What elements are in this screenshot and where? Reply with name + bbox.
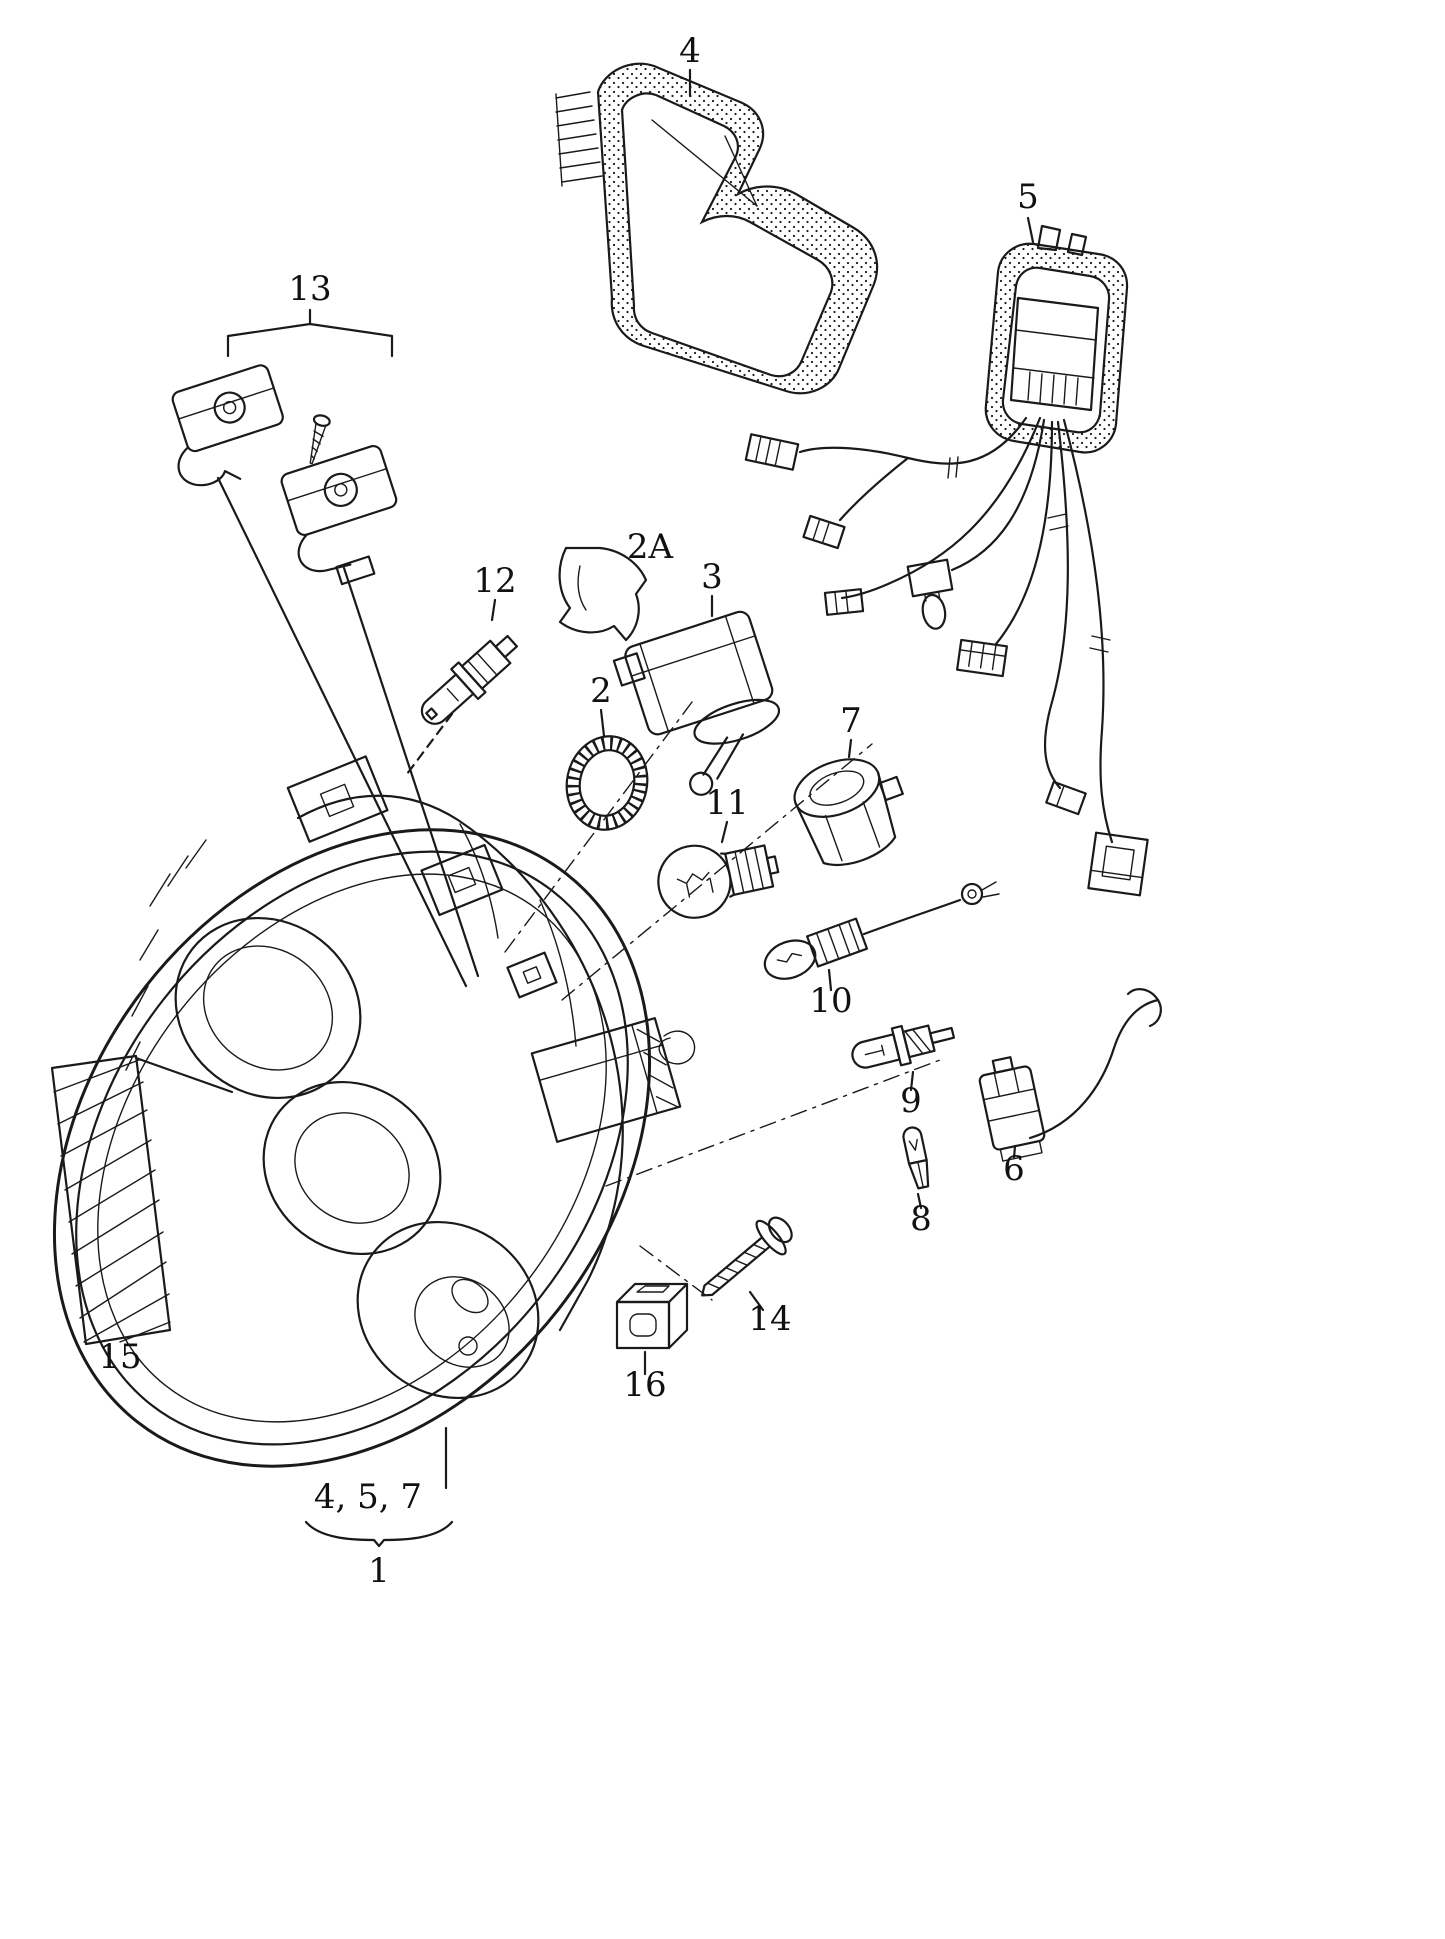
callout-12: 12 [473,561,516,601]
callout-14: 14 [748,1299,791,1339]
callout-1: 1 [368,1551,390,1591]
bulb-h1-part9 [851,1024,956,1069]
callout-8: 8 [910,1199,932,1239]
bulb-h7-part12 [420,634,518,725]
seal-gasket-part4 [555,62,879,395]
clip-right [280,444,398,586]
callout-6: 6 [1003,1149,1025,1189]
bracket-part2a [558,546,648,642]
callout-group-457: 4, 5, 7 [314,1477,422,1517]
headlight-assembly-part1 [52,755,696,1490]
bulb-holder-part7 [793,758,904,867]
callout-10: 10 [809,981,852,1021]
callout-2: 2 [590,671,612,711]
callout-11: 11 [705,783,748,823]
callout-7: 7 [840,701,862,741]
wiring-harness [744,416,1149,897]
axis-lines [504,701,941,1301]
harness-connector [744,433,800,471]
mounting-tab [420,843,504,917]
harness-connector-large [1087,831,1149,897]
callout-4: 4 [679,31,701,71]
callout-15: 15 [98,1337,141,1377]
mounting-tab [506,951,558,999]
bulb-part11 [657,844,780,919]
callout-9: 9 [900,1081,922,1121]
callout-2a: 2A [627,527,674,567]
harness-connector [1045,780,1087,816]
clip-screw [309,414,331,465]
mounting-tab [286,755,389,843]
wedge-bulb-part8 [902,1126,930,1190]
harness-connector [823,588,865,616]
callout-leaders [304,68,1035,1548]
clip-left [171,364,284,487]
bulb-shaft-block [530,1017,682,1143]
bulb-socket-part10 [763,881,1000,980]
callout-13: 13 [288,269,331,309]
connector-part6 [978,988,1162,1162]
harness-bulb-socket [906,558,954,630]
alignment-dash-12 [402,712,454,780]
callout-16: 16 [623,1365,666,1405]
adjustment-motor-part3 [612,610,781,796]
harness-connector [802,514,846,550]
callout-3: 3 [701,557,723,597]
seal-ring-part2 [565,735,649,831]
label-panel-part15 [50,1054,234,1346]
callout-5: 5 [1017,177,1039,217]
foam-strip-hatch [555,91,603,187]
retaining-clips-part13 [171,308,480,988]
clip-nut-part16 [615,1282,689,1350]
harness-connector [956,638,1008,678]
gasket-connector-part5 [984,224,1129,454]
screw-part14 [701,1216,793,1297]
